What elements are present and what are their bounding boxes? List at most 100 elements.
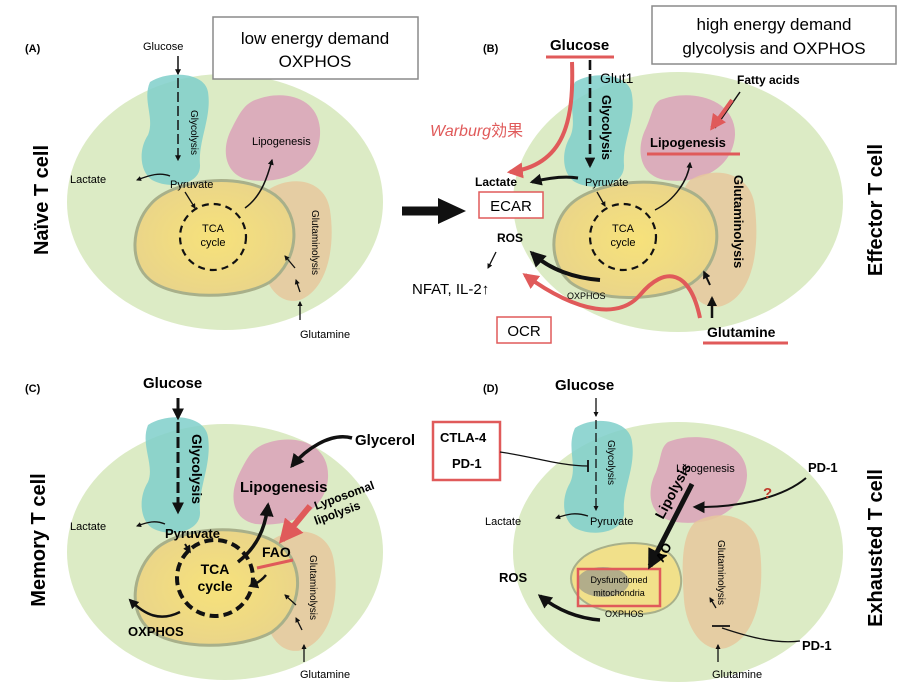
panel-b-letter: (B) [483,43,499,55]
ros-label: ROS [499,570,528,585]
glutamine-label: Glutamine [712,669,762,681]
lactate-label: Lactate [485,516,521,528]
ctla4-label: CTLA-4 [440,430,487,445]
oxphos-label: OXPHOS [128,624,184,639]
pyruvate-label: Pyruvate [585,177,628,189]
pyruvate-label: Pyruvate [170,179,213,191]
glycolysis-label: Glycolysis [189,434,205,504]
glycerol-arrow [290,435,353,469]
callout-text: glycolysis and OXPHOS [682,39,865,58]
panel-d-letter: (D) [483,383,499,395]
arrow [184,191,196,209]
callout-text: low energy demand [241,29,389,48]
lysosomal-arrow [278,504,313,544]
panel-a: (A) TCA cycle Glucose Glycolysis Pyruvat… [25,16,419,341]
inhibition-line [721,627,801,643]
tca-cycle-loop [588,202,658,272]
panel-d: (D) Dysfunctioned mitochondria Glucose G… [431,377,887,682]
arrow [295,617,303,631]
fao-underline [256,558,294,570]
glycolysis-label: Glycolysis [188,110,199,155]
fao-label: FAO [262,544,291,560]
ocr-arrow [522,273,702,319]
tca-label: TCA [612,223,635,235]
glutaminolysis-region [682,515,762,649]
arrow [709,597,717,609]
glutaminolysis-label: Glutaminolysis [715,540,726,605]
ros-arrow [529,250,601,282]
tca-label: cycle [200,237,225,249]
glycolysis-label: Glycolysis [605,440,616,485]
ros-label: ROS [497,231,523,245]
checkpoint-box [431,420,502,482]
glycolysis-region [141,417,209,533]
arrow [284,255,296,269]
glucose-label: Glucose [143,41,183,53]
mitochondrion [552,180,719,299]
lactate-label: Lactate [475,175,517,189]
lipogenesis-arrow [654,161,693,211]
fatty-acids-arrow [710,98,734,131]
glutamine-label: Glutamine [300,329,350,341]
lactate-label: Lactate [70,521,106,533]
cell-type-label: Exhausted T cell [865,469,887,627]
glycolysis-region [564,420,633,533]
glutaminolysis-label: Glutaminolysis [307,555,318,620]
glucose-label: Glucose [555,377,614,394]
panel-b: (B) TCA cycle Glucose Glut1 Glycolysis W… [412,5,897,345]
callout-box [212,16,419,80]
dysfunctioned-label: mitochondria [593,588,645,598]
arrow [596,191,606,207]
pyruvate-label: Pyruvate [590,516,633,528]
dysfunction-box [576,567,662,608]
glut1-label: Glut1 [600,70,634,86]
glucose-label: Glucose [143,375,202,392]
tca-cycle-loop [178,202,248,272]
cell-type-label: Effector T cell [865,144,887,276]
callout-box [651,5,897,65]
mitochondrion [133,528,300,647]
oxphos-label: OXPHOS [567,291,606,301]
panel-c-letter: (C) [25,383,41,395]
lactate-arrow [136,521,166,528]
lipogenesis-region [650,437,748,523]
lactate-arrow [529,173,579,186]
pyruvate-label: Pyruvate [165,526,220,541]
pd1-label: PD-1 [452,456,482,471]
oxphos-label: OXPHOS [605,609,644,619]
arrow [183,543,191,554]
cell-type-label: Memory T cell [28,473,50,606]
panel-a-letter: (A) [25,43,41,55]
tca-cycle-loop [175,538,255,618]
ocr-box [496,316,552,344]
glycerol-label: Glycerol [355,432,415,449]
glutaminolysis-label: Glutaminolysis [309,210,320,275]
tca-label: cycle [197,578,232,594]
lactate-label: Lactate [70,174,106,186]
ecar-label: ECAR [490,198,532,215]
lipogenesis-arrow [244,158,274,209]
question-mark: ? [763,485,772,502]
pd1-label: PD-1 [808,460,838,475]
tca-label: TCA [201,561,230,577]
arrow [294,279,301,293]
ecar-box [478,191,544,219]
tca-label: TCA [202,223,225,235]
arrow [703,270,711,286]
arrow [248,574,267,589]
glutaminolysis-label: Glutaminolysis [731,175,746,268]
lipogenesis-arrow [236,502,274,564]
lactate-arrow [136,173,171,181]
inhibition-line [499,451,589,467]
warburg-label: Warburg効果 [430,122,523,140]
glutamine-label: Glutamine [300,669,350,681]
glycolysis-region [141,74,209,185]
mitochondria-damage [577,567,629,597]
glucose-label: Glucose [550,37,609,54]
nfat-label: NFAT, IL-2↑ [412,281,489,298]
lipolysis-arrow [647,482,695,570]
callout-text: OXPHOS [279,52,352,71]
tca-label: cycle [610,237,635,249]
fatty-acids-label: Fatty acids [737,73,800,87]
